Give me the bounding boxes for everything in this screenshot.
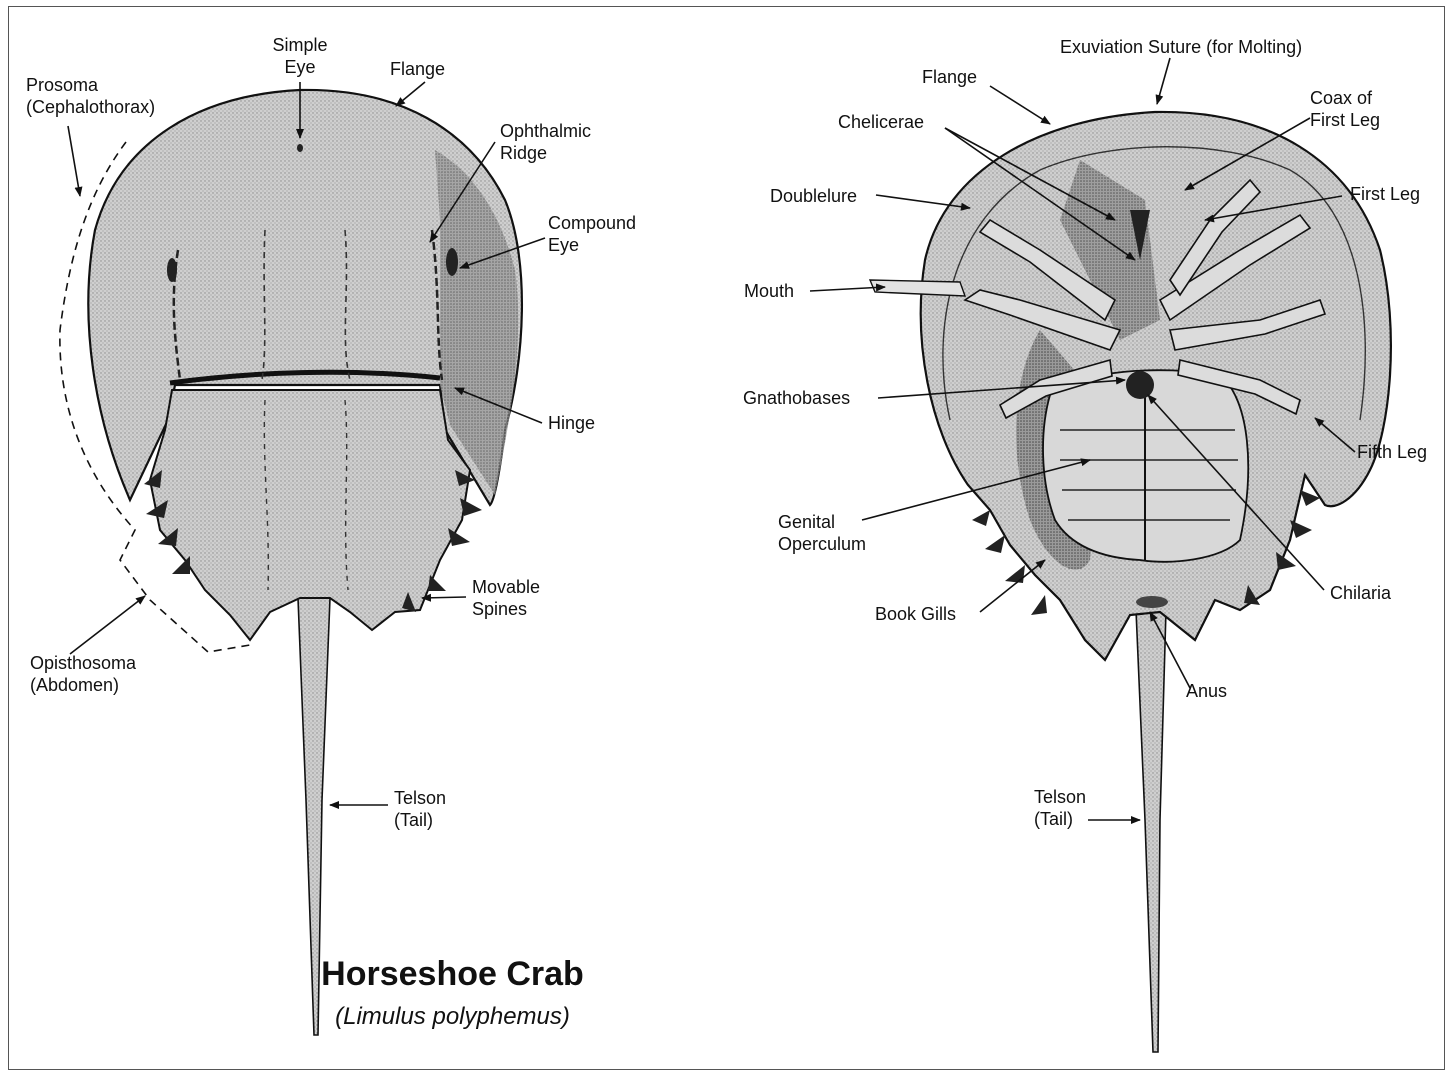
- label-gnathobases: Gnathobases: [743, 387, 850, 409]
- label-compound-eye-line2: Eye: [548, 234, 636, 256]
- label-coax-first-leg-line1: Coax of: [1310, 87, 1380, 109]
- label-anus: Anus: [1186, 680, 1227, 702]
- label-compound-eye-line1: Compound: [548, 212, 636, 234]
- label-compound-eye: Compound Eye: [548, 212, 636, 256]
- label-simple-eye-line2: Eye: [258, 56, 342, 78]
- label-telson-dorsal-line1: Telson: [394, 787, 446, 809]
- label-prosoma-line1: Prosoma: [26, 74, 155, 96]
- label-ophthalmic-ridge-line1: Ophthalmic: [500, 120, 591, 142]
- label-book-gills: Book Gills: [875, 603, 956, 625]
- label-opisthosoma-line2: (Abdomen): [30, 674, 136, 696]
- figure-title: Horseshoe Crab: [0, 955, 1180, 994]
- label-telson-dorsal-line2: (Tail): [394, 809, 446, 831]
- figure-subtitle: (Limulus polyphemus): [0, 1003, 1180, 1031]
- label-movable-spines-line1: Movable: [472, 576, 540, 598]
- label-genital-operculum-line2: Operculum: [778, 533, 866, 555]
- label-doublelure: Doublelure: [770, 185, 857, 207]
- label-coax-first-leg: Coax of First Leg: [1310, 87, 1380, 131]
- label-genital-operculum: Genital Operculum: [778, 511, 866, 555]
- label-exuviation-suture: Exuviation Suture (for Molting): [1060, 36, 1302, 58]
- label-simple-eye: Simple Eye: [258, 34, 342, 78]
- label-telson-dorsal: Telson (Tail): [394, 787, 446, 831]
- label-prosoma-line2: (Cephalothorax): [26, 96, 155, 118]
- label-hinge: Hinge: [548, 412, 595, 434]
- label-movable-spines: Movable Spines: [472, 576, 540, 620]
- label-telson-ventral-line1: Telson: [1034, 786, 1086, 808]
- label-coax-first-leg-line2: First Leg: [1310, 109, 1380, 131]
- label-chelicerae: Chelicerae: [838, 111, 924, 133]
- label-movable-spines-line2: Spines: [472, 598, 540, 620]
- label-telson-ventral: Telson (Tail): [1034, 786, 1086, 830]
- label-flange-dorsal: Flange: [390, 58, 445, 80]
- label-mouth: Mouth: [744, 280, 794, 302]
- label-prosoma: Prosoma (Cephalothorax): [26, 74, 155, 118]
- label-genital-operculum-line1: Genital: [778, 511, 866, 533]
- label-opisthosoma-line1: Opisthosoma: [30, 652, 136, 674]
- label-ophthalmic-ridge-line2: Ridge: [500, 142, 591, 164]
- ventral-view: [870, 112, 1391, 1052]
- label-telson-ventral-line2: (Tail): [1034, 808, 1086, 830]
- label-ophthalmic-ridge: Ophthalmic Ridge: [500, 120, 591, 164]
- label-chilaria: Chilaria: [1330, 582, 1391, 604]
- dorsal-view: [60, 90, 522, 1035]
- label-fifth-leg: Fifth Leg: [1357, 441, 1427, 463]
- label-simple-eye-line1: Simple: [258, 34, 342, 56]
- label-opisthosoma: Opisthosoma (Abdomen): [30, 652, 136, 696]
- label-flange-ventral: Flange: [922, 66, 977, 88]
- label-first-leg: First Leg: [1350, 183, 1420, 205]
